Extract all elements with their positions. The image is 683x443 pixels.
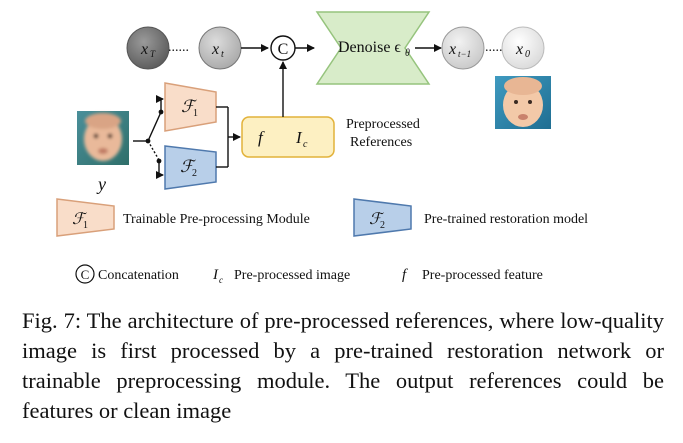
x-T-sub: T (150, 49, 156, 59)
legend-f-symbol: f (402, 267, 408, 283)
ellipsis-right: ..... (485, 40, 503, 55)
x-0-sub: 0 (525, 49, 530, 60)
feature-ic: I (295, 128, 303, 147)
legend-f: f Pre-processed feature (402, 267, 543, 283)
input-baby-photo (77, 111, 129, 165)
legend-f-text: Pre-processed feature (422, 268, 543, 283)
legend-concat: C Concatenation (75, 264, 179, 284)
concat-symbol: C (278, 41, 289, 58)
feature-f: f (258, 128, 265, 147)
denoise-sub: θ (405, 48, 410, 59)
x-t-label: x (211, 41, 219, 58)
module-f1: ℱ 1 (164, 82, 217, 132)
preprocessed-references-box: f I c (241, 116, 335, 158)
figure-caption: Fig. 7: The architecture of pre-processe… (22, 308, 664, 423)
legend-trainable-text: Trainable Pre-processing Module (123, 212, 310, 227)
legend-ic: I c Pre-processed image (212, 267, 350, 285)
preprocessed-label-2: References (350, 135, 412, 150)
legend-f1-sub: 1 (83, 220, 88, 231)
f1-label: ℱ (181, 97, 198, 116)
legend-ic-text: Pre-processed image (234, 268, 350, 283)
switch-arm-bottom (147, 140, 160, 161)
denoise-label: Denoise ϵ (338, 39, 401, 56)
node-x-0: x 0 (501, 26, 545, 70)
legend-concat-text: Concatenation (98, 268, 179, 283)
x-t1-label: x (448, 41, 456, 58)
x-T-label: x (140, 41, 148, 58)
f1-sub: 1 (193, 108, 198, 119)
feature-ic-sub: c (303, 139, 308, 150)
legend-ic-symbol: I (212, 267, 219, 283)
legend-f2-symbol: ℱ (369, 211, 385, 228)
node-x-t-minus-1: x t−1 (441, 26, 485, 70)
module-f2: ℱ 2 (164, 145, 217, 190)
f2-sub: 2 (192, 168, 197, 179)
switch-arm-top (147, 111, 162, 142)
concat-node: C (270, 35, 296, 61)
legend-f2-swatch (353, 198, 412, 237)
legend-trainable: ℱ 1 Trainable Pre-processing Module (56, 198, 310, 237)
x-t1-sub: t−1 (458, 49, 471, 59)
x-0-label: x (515, 41, 523, 58)
node-x-T: x T (126, 26, 170, 70)
legend-f1-swatch (56, 198, 115, 237)
legend-concat-symbol: C (81, 267, 90, 282)
architecture-diagram: x T ...... x t C Denoise ϵ θ x t−1 .....… (56, 11, 588, 285)
f2-label: ℱ (180, 157, 197, 176)
ellipsis-left: ...... (168, 40, 189, 55)
legend-f1-symbol: ℱ (72, 211, 88, 228)
legend-pretrained-text: Pre-trained restoration model (424, 212, 588, 227)
input-y-label: y (96, 174, 106, 194)
output-baby-photo (495, 76, 551, 129)
legend-pretrained: ℱ 2 Pre-trained restoration model (353, 198, 588, 237)
denoise-block: Denoise ϵ θ (315, 11, 431, 85)
legend-f2-sub: 2 (380, 220, 385, 231)
preprocessed-label-1: Preprocessed (346, 117, 420, 132)
node-x-t: x t (198, 26, 242, 70)
legend-ic-sub: c (219, 275, 223, 285)
x-t-sub: t (221, 49, 224, 60)
